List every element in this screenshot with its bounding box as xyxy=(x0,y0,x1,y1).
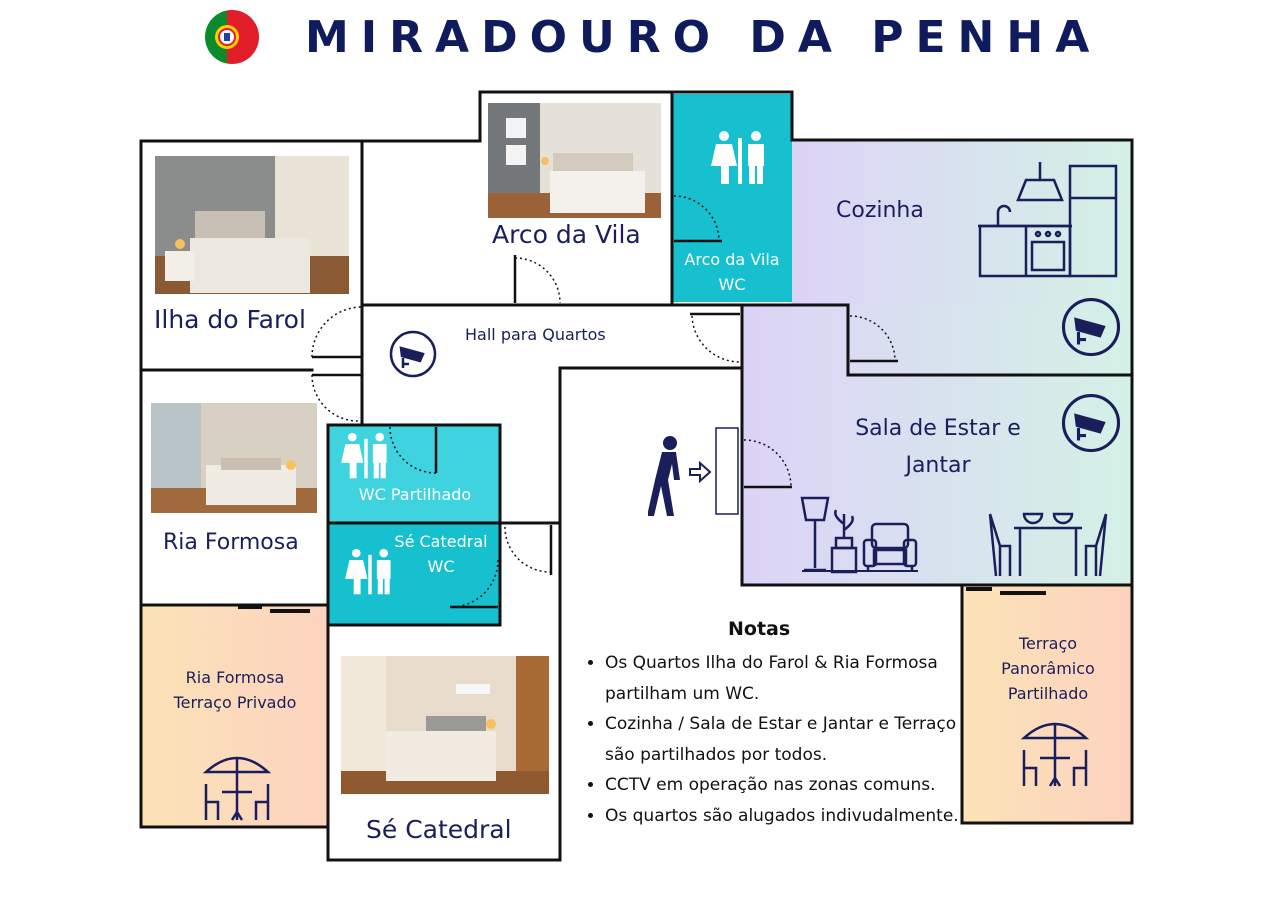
note-item: CCTV em operação nas zonas comuns. xyxy=(605,770,985,801)
room-label-ilha-do-farol: Ilha do Farol xyxy=(154,305,306,334)
room-label-terraco-panoramico: Terraço Panorâmico Partilhado xyxy=(1001,634,1095,703)
room-label-arco-da-vila-wc: Arco da Vila WC xyxy=(684,250,780,294)
person-walking-icon xyxy=(647,436,688,522)
notes-list: Os Quartos Ilha do Farol & Ria Formosa p… xyxy=(585,648,985,831)
photo-se-catedral xyxy=(341,656,549,794)
wc-partilhado-floor xyxy=(328,425,500,523)
patio-umbrella-icon xyxy=(1020,718,1090,794)
toilet-icon xyxy=(340,432,392,484)
note-item: Cozinha / Sala de Estar e Jantar e Terra… xyxy=(605,709,985,770)
pano-terrace-floor xyxy=(962,585,1132,823)
ria-terrace-floor xyxy=(141,605,328,827)
room-label-arco-da-vila: Arco da Vila xyxy=(492,220,641,249)
plant-icon xyxy=(830,508,858,578)
toilet-icon xyxy=(344,548,396,600)
living-floor xyxy=(742,305,1132,585)
room-label-se-catedral: Sé Catedral xyxy=(366,815,512,844)
note-item: Os quartos são alugados indivudalmente. xyxy=(605,801,985,832)
armchair-icon xyxy=(862,520,918,578)
dining-table-icon xyxy=(986,508,1110,582)
room-label-cozinha: Cozinha xyxy=(836,198,924,223)
room-label-wc-partilhado: WC Partilhado xyxy=(358,485,472,504)
kitchen-icon xyxy=(978,160,1120,282)
toilet-icon xyxy=(710,130,770,190)
lamp-icon xyxy=(798,496,832,578)
page-title: MIRADOURO DA PENHA xyxy=(305,12,1102,63)
photo-ria-formosa xyxy=(151,403,317,513)
notes-title: Notas xyxy=(728,618,791,640)
photo-ilha-do-farol xyxy=(155,156,349,294)
arco-wc-floor xyxy=(672,94,792,302)
room-label-ria-formosa-terraco: Ria Formosa Terraço Privado xyxy=(173,668,297,712)
entrance-door xyxy=(715,427,739,515)
room-label-sala: Sala de Estar e Jantar xyxy=(855,416,1021,478)
cctv-camera-icon xyxy=(1061,297,1121,361)
entrance-arrow-icon xyxy=(688,460,712,488)
photo-arco-da-vila xyxy=(488,103,661,218)
cctv-camera-icon xyxy=(389,330,437,382)
floor-line xyxy=(802,570,918,572)
note-item: Os Quartos Ilha do Farol & Ria Formosa p… xyxy=(605,648,985,709)
patio-umbrella-icon xyxy=(202,752,272,828)
cctv-camera-icon xyxy=(1061,393,1121,457)
room-label-ria-formosa: Ria Formosa xyxy=(163,530,299,555)
room-label-hall: Hall para Quartos xyxy=(465,325,606,344)
room-label-se-catedral-wc: Sé Catedral WC xyxy=(394,532,488,576)
